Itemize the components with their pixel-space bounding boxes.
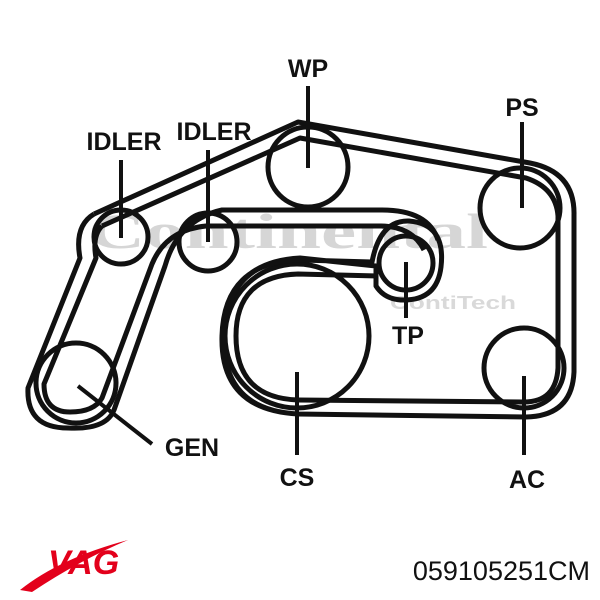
vag-logo-text: VAG	[48, 544, 119, 582]
label-idler-right: IDLER	[177, 118, 252, 146]
leader-lines	[76, 86, 526, 455]
component-labels: WP PS IDLER IDLER TP GEN CS AC	[87, 55, 546, 494]
label-gen: GEN	[165, 434, 219, 462]
label-ac: AC	[509, 466, 545, 494]
vag-logo: VAG	[20, 540, 128, 592]
gen-pulley	[33, 340, 119, 426]
vag-logo-swoosh	[20, 540, 128, 592]
belt-outer	[92, 119, 577, 420]
watermark-sub: ContiTech	[390, 293, 516, 313]
belt-inner	[100, 135, 561, 405]
gen-leader	[76, 384, 154, 446]
belt-inner-loop	[41, 223, 427, 415]
belt-outer-loop	[25, 207, 441, 431]
cs-inner-ring	[233, 271, 379, 403]
label-ps: PS	[505, 94, 538, 122]
label-wp: WP	[288, 55, 328, 83]
label-cs: CS	[280, 464, 315, 492]
belt	[25, 119, 577, 431]
label-idler-left: IDLER	[87, 128, 162, 156]
part-number: 059105251CM	[413, 556, 590, 586]
label-tp: TP	[392, 322, 424, 350]
